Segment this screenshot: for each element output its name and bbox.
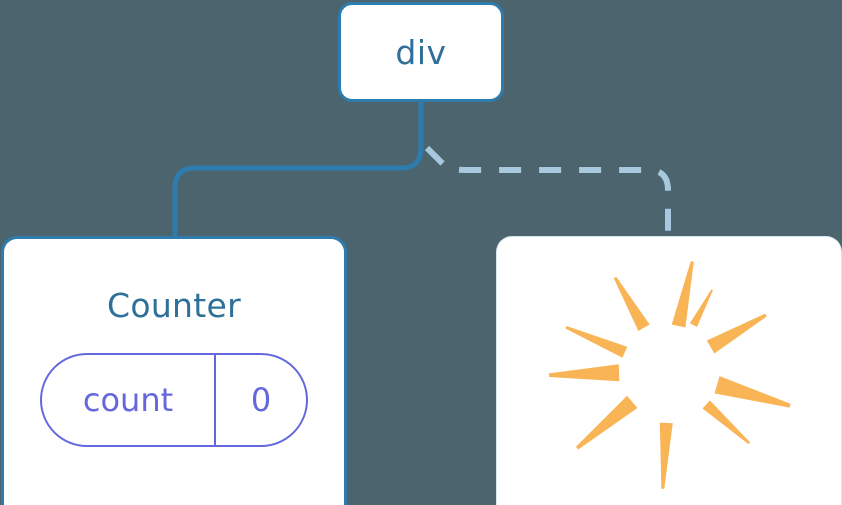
ray-w [549,364,620,382]
edge-root-to-counter [172,101,424,243]
state-badge-key: count [82,381,174,419]
ray-wnw [565,326,628,358]
node-effect[interactable] [496,236,842,505]
edge-root-to-effect [424,145,671,240]
ray-s [659,422,673,489]
ray-wsw [575,395,638,450]
ray-ene [706,313,767,354]
sparkle-burst-icon [549,261,791,489]
node-counter-title: Counter [107,286,241,325]
ray-n [671,261,694,328]
ray-e [714,376,791,408]
node-div-label: div [395,32,447,72]
state-badge-count[interactable]: count 0 [40,353,308,447]
node-counter[interactable]: Counter count 0 [1,236,347,505]
ray-ese [702,400,751,445]
ray-nnw [613,276,650,331]
node-div[interactable]: div [338,2,504,102]
state-badge-value: 0 [214,355,306,445]
ray-nne [689,289,713,327]
